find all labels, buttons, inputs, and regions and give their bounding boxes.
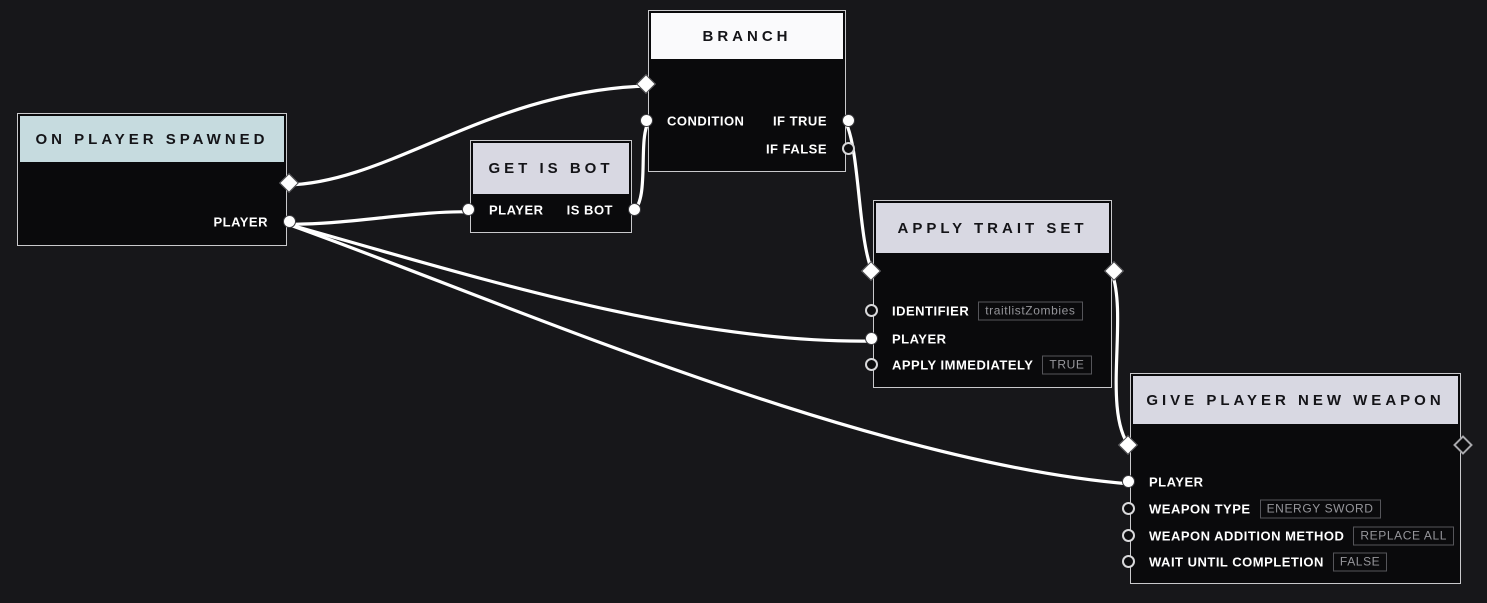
node-give-player-new-weapon-header[interactable]: GIVE PLAYER NEW WEAPON [1133,376,1458,424]
wait-until-completion-in-pin[interactable] [1121,555,1135,568]
node-get-is-bot[interactable]: GET IS BOT PLAYER IS BOT [461,140,641,233]
pin-label-if-false: IF FALSE [765,141,827,157]
node-title: GIVE PLAYER NEW WEAPON [1146,391,1445,409]
player-in-pin[interactable] [461,203,475,216]
wire-player-to-giveweapon [285,222,1132,486]
player-in-pin[interactable] [1121,475,1135,488]
wire-applytraitset-to-giveweapon [1110,271,1132,449]
input-row-identifier: IDENTIFIER traitlistZombies [892,301,1093,321]
wire-exec-spawned-to-branch [285,84,650,187]
identifier-value-field[interactable]: traitlistZombies [978,301,1083,321]
if-true-out-pin[interactable] [841,114,855,127]
weapon-addition-method-value-field[interactable]: REPLACE ALL [1353,526,1455,546]
node-branch-header[interactable]: BRANCH [651,13,843,59]
io-row-condition-iftrue: CONDITION IF TRUE [667,114,827,129]
pin-label-weapon-type: WEAPON TYPE [1149,501,1251,517]
pin-label-player: PLAYER [489,202,544,218]
node-get-is-bot-header[interactable]: GET IS BOT [473,143,629,194]
player-in-pin[interactable] [864,332,878,345]
pin-label-weapon-addition-method: WEAPON ADDITION METHOD [1149,528,1345,544]
node-title: ON PLAYER SPAWNED [35,130,269,148]
pin-label-identifier: IDENTIFIER [892,303,970,319]
is-bot-out-pin[interactable] [627,203,641,216]
identifier-in-pin[interactable] [864,304,878,317]
output-row-if-false: IF FALSE [667,142,827,157]
pin-label-if-true: IF TRUE [772,113,827,129]
node-branch[interactable]: BRANCH CONDITION IF TRUE IF FALSE [636,10,855,172]
io-row: PLAYER IS BOT [489,203,613,218]
weapon-type-value-field[interactable]: ENERGY SWORD [1259,499,1381,519]
input-row-player: PLAYER [892,332,1093,347]
pin-label-condition: CONDITION [667,113,745,129]
apply-immediately-value-field[interactable]: TRUE [1042,355,1092,375]
pin-label-player: PLAYER [892,331,947,347]
input-row-apply-immediately: APPLY IMMEDIATELY TRUE [892,355,1093,375]
pin-label-apply-immediately: APPLY IMMEDIATELY [892,357,1034,373]
player-out-pin[interactable] [282,215,296,228]
input-row-weapon-type: WEAPON TYPE ENERGY SWORD [1149,499,1442,519]
if-false-out-pin[interactable] [841,142,855,155]
node-give-player-new-weapon[interactable]: GIVE PLAYER NEW WEAPON PLAYER WEAPON TYP… [1118,373,1473,584]
pin-label-player: PLAYER [1149,474,1204,490]
input-row-player: PLAYER [1149,475,1442,490]
wire-player-to-getisbot [285,210,472,226]
weapon-type-in-pin[interactable] [1121,502,1135,515]
weapon-addition-method-in-pin[interactable] [1121,529,1135,542]
wait-until-completion-value-field[interactable]: FALSE [1332,552,1388,572]
wire-iftrue-to-applytraitset [844,121,875,275]
pin-label-wait-until-completion: WAIT UNTIL COMPLETION [1149,554,1324,570]
pin-label-player: PLAYER [213,214,268,230]
pin-label-is-bot: IS BOT [566,202,613,218]
node-on-player-spawned-header[interactable]: ON PLAYER SPAWNED [20,116,284,162]
node-title: GET IS BOT [488,160,614,177]
node-on-player-spawned[interactable]: ON PLAYER SPAWNED PLAYER [17,113,299,246]
node-apply-trait-set[interactable]: APPLY TRAIT SET IDENTIFIER traitlistZomb… [861,200,1124,388]
node-title: BRANCH [702,27,792,45]
wire-player-to-applytraitset [285,222,875,343]
wire-isbot-to-condition [630,121,650,214]
apply-immediately-in-pin[interactable] [864,358,878,371]
input-row-weapon-addition-method: WEAPON ADDITION METHOD REPLACE ALL [1149,526,1455,546]
node-title: APPLY TRAIT SET [897,219,1088,237]
input-row-wait-until-completion: WAIT UNTIL COMPLETION FALSE [1149,552,1442,572]
output-row-player: PLAYER [36,215,268,230]
node-apply-trait-set-header[interactable]: APPLY TRAIT SET [876,203,1109,253]
condition-in-pin[interactable] [639,114,653,127]
